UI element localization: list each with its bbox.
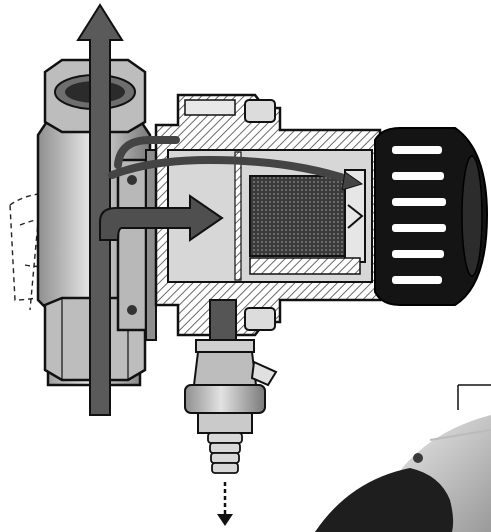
- drain-valve: [184, 299, 278, 474]
- inset-photo: [315, 384, 491, 532]
- flow-up-arrow: [76, 3, 124, 416]
- filter-cartridge: [249, 169, 366, 275]
- flange: [116, 149, 157, 341]
- drain-flow-arrow: [217, 482, 233, 526]
- end-cap-knob: [374, 127, 489, 306]
- inlet-flow-arrow: [99, 136, 364, 242]
